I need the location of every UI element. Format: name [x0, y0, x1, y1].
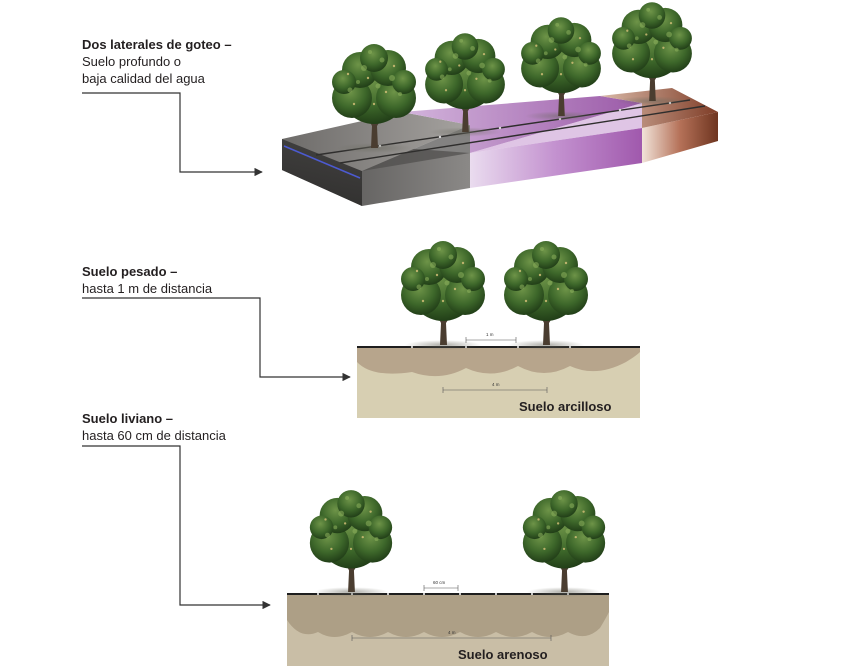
dimension-label-large: 4 m	[492, 382, 500, 387]
label-line: baja calidad del agua	[82, 71, 205, 86]
arrow-icon	[82, 92, 351, 610]
label-title: Suelo pesado –	[82, 264, 178, 279]
soil-clay-section: 1 m 4 m Suelo arcilloso	[357, 332, 640, 418]
label-line: Suelo profundo o	[82, 54, 182, 69]
tree-icon	[522, 490, 606, 597]
soil-gray-side	[282, 139, 362, 206]
tree-icon	[309, 490, 393, 597]
dimension-label-small: 60 cm	[433, 580, 446, 585]
soil-label-sand: Suelo arenoso	[458, 647, 548, 662]
dimension-label-large: 4 m	[448, 630, 456, 635]
soil-label-clay: Suelo arcilloso	[519, 399, 612, 414]
label-title: Dos laterales de goteo –	[82, 37, 232, 52]
label-heavy-soil: Suelo pesado – hasta 1 m de distancia	[82, 263, 212, 297]
wet-zone	[287, 594, 609, 637]
tree-icon	[401, 241, 485, 350]
wet-zone	[357, 347, 640, 377]
label-title: Suelo liviano –	[82, 411, 174, 426]
label-two-laterals: Dos laterales de goteo – Suelo profundo …	[82, 36, 232, 87]
label-line: hasta 1 m de distancia	[82, 281, 213, 296]
label-light-soil: Suelo liviano – hasta 60 cm de distancia	[82, 410, 226, 444]
label-line: hasta 60 cm de distancia	[82, 428, 226, 443]
tree-icon	[504, 241, 588, 350]
dimension-label-small: 1 m	[486, 332, 494, 337]
soil-brown-front	[642, 112, 718, 163]
soil-purple-front	[470, 128, 642, 188]
tree-icon	[612, 2, 692, 106]
soil-sand-section: 60 cm 4 m Suelo arenoso	[287, 580, 609, 666]
soil-block-3d	[282, 88, 718, 206]
